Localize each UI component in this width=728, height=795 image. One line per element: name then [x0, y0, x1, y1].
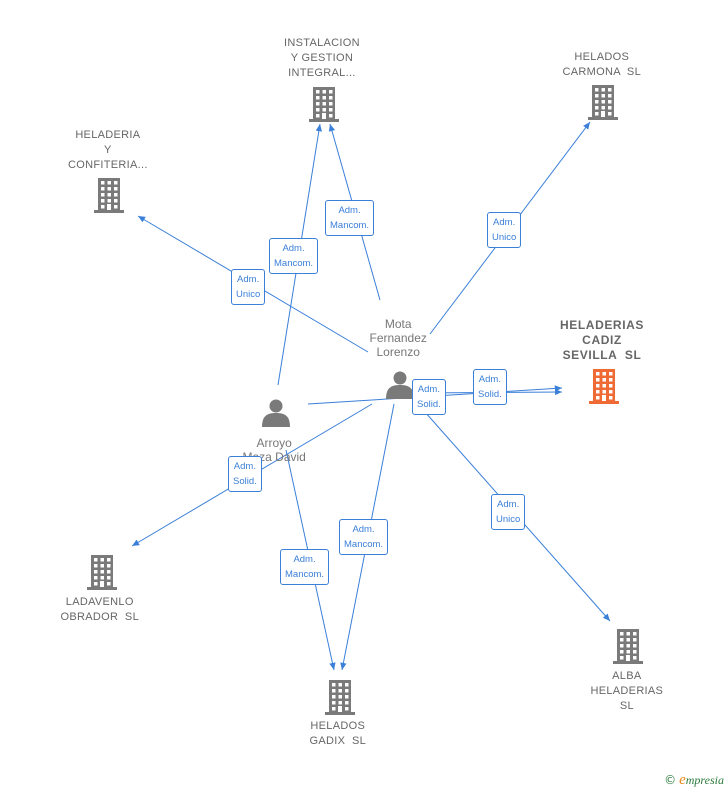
brand-initial: e: [679, 772, 686, 788]
relation-badge-line: Mancom.: [344, 539, 384, 550]
company-label-alba-heladerias-line: ALBA: [612, 670, 642, 682]
building-icon-heladerias-cadiz[interactable]: [589, 369, 619, 404]
relation-badge-line: Adm.: [338, 205, 361, 216]
building-icon-alba-heladerias[interactable]: [613, 629, 643, 664]
relation-badge-line: Unico: [496, 514, 521, 525]
person-label-arroyo-line: Arroyo: [256, 436, 292, 450]
company-label-instalacion-line: INSTALACION: [284, 37, 360, 49]
building-icon-ladavenlo[interactable]: [87, 555, 117, 590]
company-label-heladerias-cadiz-line: HELADERIAS: [560, 318, 645, 332]
relation-badge-r7[interactable]: Adm. Solid.: [228, 456, 262, 492]
company-label-helados-carmona-line: HELADOS: [574, 51, 630, 63]
company-label-heladerias-cadiz-line: SEVILLA SL: [562, 348, 642, 362]
company-label-helados-gadix-line: GADIX SL: [309, 735, 366, 747]
company-label-alba-heladerias-line: SL: [619, 700, 634, 712]
company-label-heladeria-confiteria-line: Y: [104, 144, 112, 156]
company-label-ladavenlo[interactable]: LADAVENLO OBRADOR SL: [61, 595, 140, 625]
company-label-helados-carmona-line: CARMONA SL: [562, 66, 641, 78]
person-icon-mota[interactable]: [386, 371, 414, 400]
relation-badge-line: Mancom.: [330, 220, 370, 231]
company-label-instalacion[interactable]: INSTALACION Y GESTION INTEGRAL...: [284, 36, 360, 81]
relation-badge-line: Mancom.: [285, 569, 325, 580]
company-label-heladeria-confiteria-line: HELADERIA: [75, 129, 141, 141]
relation-badge-line: Unico: [236, 289, 261, 300]
person-label-mota-line: Mota: [384, 317, 412, 331]
relation-badge-line: Adm.: [293, 554, 316, 565]
company-label-helados-gadix-line: HELADOS: [310, 720, 366, 732]
relation-badge-r9[interactable]: Adm. Mancom.: [280, 549, 330, 585]
relation-badge-line: Unico: [492, 232, 517, 243]
company-label-alba-heladerias[interactable]: ALBA HELADERIAS SL: [591, 669, 664, 714]
relation-badge-r6[interactable]: Adm. Solid.: [412, 379, 446, 415]
icons-layer: [87, 85, 643, 715]
person-icon-arroyo[interactable]: [262, 399, 290, 428]
relation-badge-r5[interactable]: Adm. Solid.: [473, 369, 507, 405]
relation-badge-r1[interactable]: Adm. Mancom.: [325, 200, 375, 236]
relation-badge-r4[interactable]: Adm. Unico: [231, 269, 266, 305]
relation-badge-line: Solid.: [233, 476, 257, 487]
relation-badge-line: Adm.: [493, 217, 516, 228]
relation-badge-line: Adm.: [478, 374, 501, 385]
relation-badge-line: Adm.: [497, 499, 520, 510]
company-label-heladeria-confiteria-line: CONFITERIA...: [68, 159, 148, 171]
relation-badge-r8[interactable]: Adm. Mancom.: [339, 519, 389, 555]
relation-badge-line: Mancom.: [274, 258, 314, 269]
building-icon-helados-carmona[interactable]: [588, 85, 618, 120]
company-label-alba-heladerias-line: HELADERIAS: [590, 685, 664, 697]
building-icon-instalacion[interactable]: [309, 87, 339, 122]
company-label-instalacion-line: Y GESTION: [290, 52, 354, 64]
relation-badge-line: Adm.: [417, 384, 440, 395]
relation-badge-line: Adm.: [233, 461, 256, 472]
company-label-ladavenlo-line: OBRADOR SL: [60, 611, 139, 623]
building-icon-helados-gadix[interactable]: [325, 680, 355, 715]
company-label-helados-carmona[interactable]: HELADOS CARMONA SL: [563, 50, 642, 80]
brand-footer[interactable]: ©empresia: [664, 772, 724, 789]
company-label-heladeria-confiteria[interactable]: HELADERIA Y CONFITERIA...: [68, 128, 148, 173]
relation-badge-r10[interactable]: Adm. Unico: [491, 494, 526, 530]
relation-badge-r3[interactable]: Adm. Unico: [487, 212, 522, 248]
company-label-helados-gadix[interactable]: HELADOS GADIX SL: [310, 719, 367, 749]
person-label-mota-line: Lorenzo: [376, 345, 420, 359]
building-icon-heladeria-confiteria[interactable]: [94, 178, 124, 213]
copyright-symbol: ©: [664, 773, 677, 787]
relation-badge-line: Adm.: [237, 274, 260, 285]
company-label-instalacion-line: INTEGRAL...: [288, 67, 356, 79]
relation-badge-r2[interactable]: Adm. Mancom.: [269, 238, 319, 274]
company-label-ladavenlo-line: LADAVENLO: [65, 596, 134, 608]
relation-badge-line: Solid.: [478, 389, 502, 400]
brand-name: mpresia: [685, 773, 724, 787]
person-label-mota-line: Fernandez: [369, 331, 427, 345]
relation-badge-line: Adm.: [282, 243, 305, 254]
relation-badge-line: Solid.: [417, 399, 441, 410]
relation-badge-line: Adm.: [352, 524, 375, 535]
company-label-heladerias-cadiz-line: CADIZ: [582, 333, 622, 347]
